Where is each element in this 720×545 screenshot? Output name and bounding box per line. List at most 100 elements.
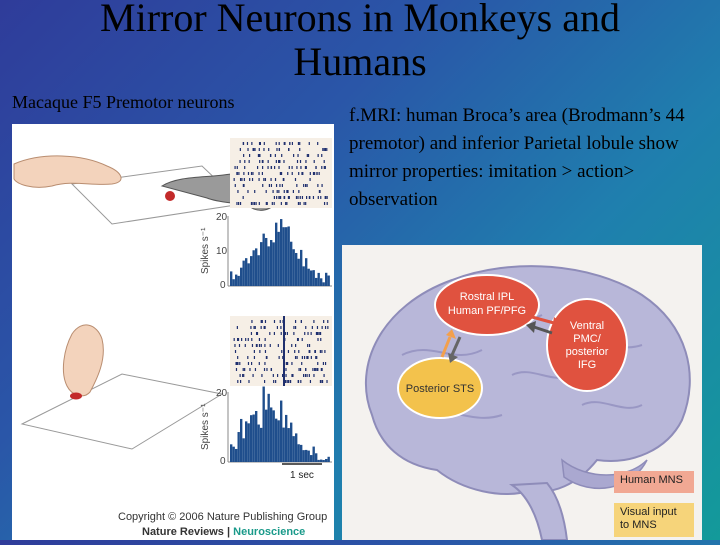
histogram-bar xyxy=(255,248,258,286)
slide-title: Mirror Neurons in Monkeys and Humans xyxy=(100,0,620,84)
histogram-bar xyxy=(285,227,288,286)
histogram-bar xyxy=(245,421,248,462)
histogram-bar xyxy=(292,436,295,462)
histogram-bottom: 20 0 Spikes s⁻¹ xyxy=(200,386,332,467)
pmc-label-line2: PMC/ xyxy=(573,333,601,345)
histogram-bar xyxy=(237,275,240,286)
histogram-bar xyxy=(237,432,240,462)
histogram-bar xyxy=(265,409,268,462)
ipl-label-line2: Human PF/PFG xyxy=(448,305,526,317)
histogram-bar xyxy=(282,227,285,286)
histogram-bar xyxy=(250,256,253,286)
histogram-bar xyxy=(300,249,303,286)
pmc-label-line3: posterior xyxy=(566,346,609,358)
tick-label-0: 0 xyxy=(220,456,226,467)
legend-visual-label: Visual input to MNS xyxy=(620,506,677,531)
legend-visual-input: Visual input to MNS xyxy=(614,503,694,537)
brain-stem xyxy=(508,481,569,541)
histogram-bar xyxy=(257,424,260,462)
histogram-bar xyxy=(295,252,298,286)
histogram-top: 20 10 0 Spikes s⁻¹ xyxy=(200,212,332,291)
hand-grasp-illustration-bottom xyxy=(20,324,224,450)
histogram-bar xyxy=(230,444,233,462)
journal-subtitle: Neuroscience xyxy=(233,526,306,538)
tick-label-20: 20 xyxy=(216,388,228,399)
histogram-bar xyxy=(320,278,323,286)
histogram-bar xyxy=(327,456,330,462)
histogram-bar xyxy=(282,427,285,462)
legend-mns-label: Human MNS xyxy=(620,474,683,486)
tick-label-10: 10 xyxy=(216,246,228,257)
histogram-bar xyxy=(312,446,315,462)
pmc-label-line4: IFG xyxy=(578,359,596,371)
histogram-bar xyxy=(262,233,265,286)
histogram-bar xyxy=(290,422,293,462)
histogram-bar xyxy=(260,242,263,286)
histogram-bar xyxy=(325,272,328,286)
histogram-bar xyxy=(272,242,275,286)
histogram-bar xyxy=(250,415,253,462)
tick-label-0: 0 xyxy=(220,280,226,291)
histogram-bar xyxy=(322,282,325,286)
histogram-bar xyxy=(305,449,308,462)
histogram-bar xyxy=(265,237,268,286)
histogram-bar xyxy=(285,414,288,462)
histogram-bar xyxy=(235,274,238,286)
time-scale-label: 1 sec xyxy=(290,470,314,481)
histogram-bar xyxy=(327,275,330,286)
pmc-label-line1: Ventral xyxy=(570,320,604,332)
histogram-bar xyxy=(310,455,313,462)
histogram-bar xyxy=(302,266,305,286)
region-posterior-sts: Posterior STS xyxy=(397,357,483,419)
histogram-bar xyxy=(322,459,325,462)
connection-arrows xyxy=(440,315,564,363)
histogram-bar xyxy=(275,418,278,462)
histogram-bar xyxy=(320,459,323,462)
histogram-bar xyxy=(247,423,250,462)
histogram-bar xyxy=(267,246,270,286)
histogram-bar xyxy=(325,459,328,462)
raster-plot-bottom xyxy=(230,316,332,386)
histogram-bar xyxy=(260,427,263,462)
histogram-bar xyxy=(245,258,248,286)
histogram-bar xyxy=(307,268,310,286)
histogram-bar xyxy=(242,260,245,286)
histogram-bar xyxy=(252,414,255,462)
region-rostral-ipl: Rostral IPL Human PF/PFG xyxy=(434,274,540,336)
histogram-bar xyxy=(240,418,243,462)
histogram-bar xyxy=(315,453,318,462)
tick-label-20: 20 xyxy=(216,212,228,223)
histogram-bar xyxy=(307,450,310,462)
histogram-bar xyxy=(280,219,283,286)
histogram-bar xyxy=(315,277,318,286)
histogram-bar xyxy=(280,400,283,462)
histogram-bar xyxy=(270,239,273,286)
histogram-bar xyxy=(277,420,280,462)
left-heading: Macaque F5 Premotor neurons xyxy=(12,92,235,112)
macaque-figure-svg: 20 10 0 Spikes s⁻¹ 20 0 Spikes s⁻¹ 1 sec xyxy=(13,138,332,481)
legend-human-mns: Human MNS xyxy=(614,471,694,493)
right-description: f.MRI: human Broca’s area (Brodmann’s 44… xyxy=(349,105,685,210)
histogram-bar xyxy=(267,393,270,462)
histogram-bar xyxy=(275,222,278,286)
sts-label: Posterior STS xyxy=(406,383,474,395)
histogram-bar xyxy=(305,258,308,286)
histogram-bar xyxy=(297,258,300,286)
journal-separator: | xyxy=(223,526,234,538)
y-axis-label: Spikes s⁻¹ xyxy=(200,403,211,450)
region-ventral-pmc: Ventral PMC/ posterior IFG xyxy=(546,298,628,392)
histogram-bar xyxy=(242,438,245,462)
histogram-bar xyxy=(272,410,275,462)
histogram-bar xyxy=(230,271,233,286)
raster-plot-top xyxy=(230,138,332,208)
histogram-bar xyxy=(232,446,235,462)
histogram-bar xyxy=(232,279,235,286)
histogram-bar xyxy=(317,459,320,462)
histogram-bar xyxy=(295,433,298,462)
histogram-bar xyxy=(297,444,300,462)
histogram-bar xyxy=(312,270,315,286)
journal-name: Nature Reviews xyxy=(142,526,224,538)
histogram-bar xyxy=(292,249,295,286)
ipl-label-line1: Rostral IPL xyxy=(460,291,514,303)
brain-figure-svg: Rostral IPL Human PF/PFG Ventral PMC/ po… xyxy=(364,265,691,541)
